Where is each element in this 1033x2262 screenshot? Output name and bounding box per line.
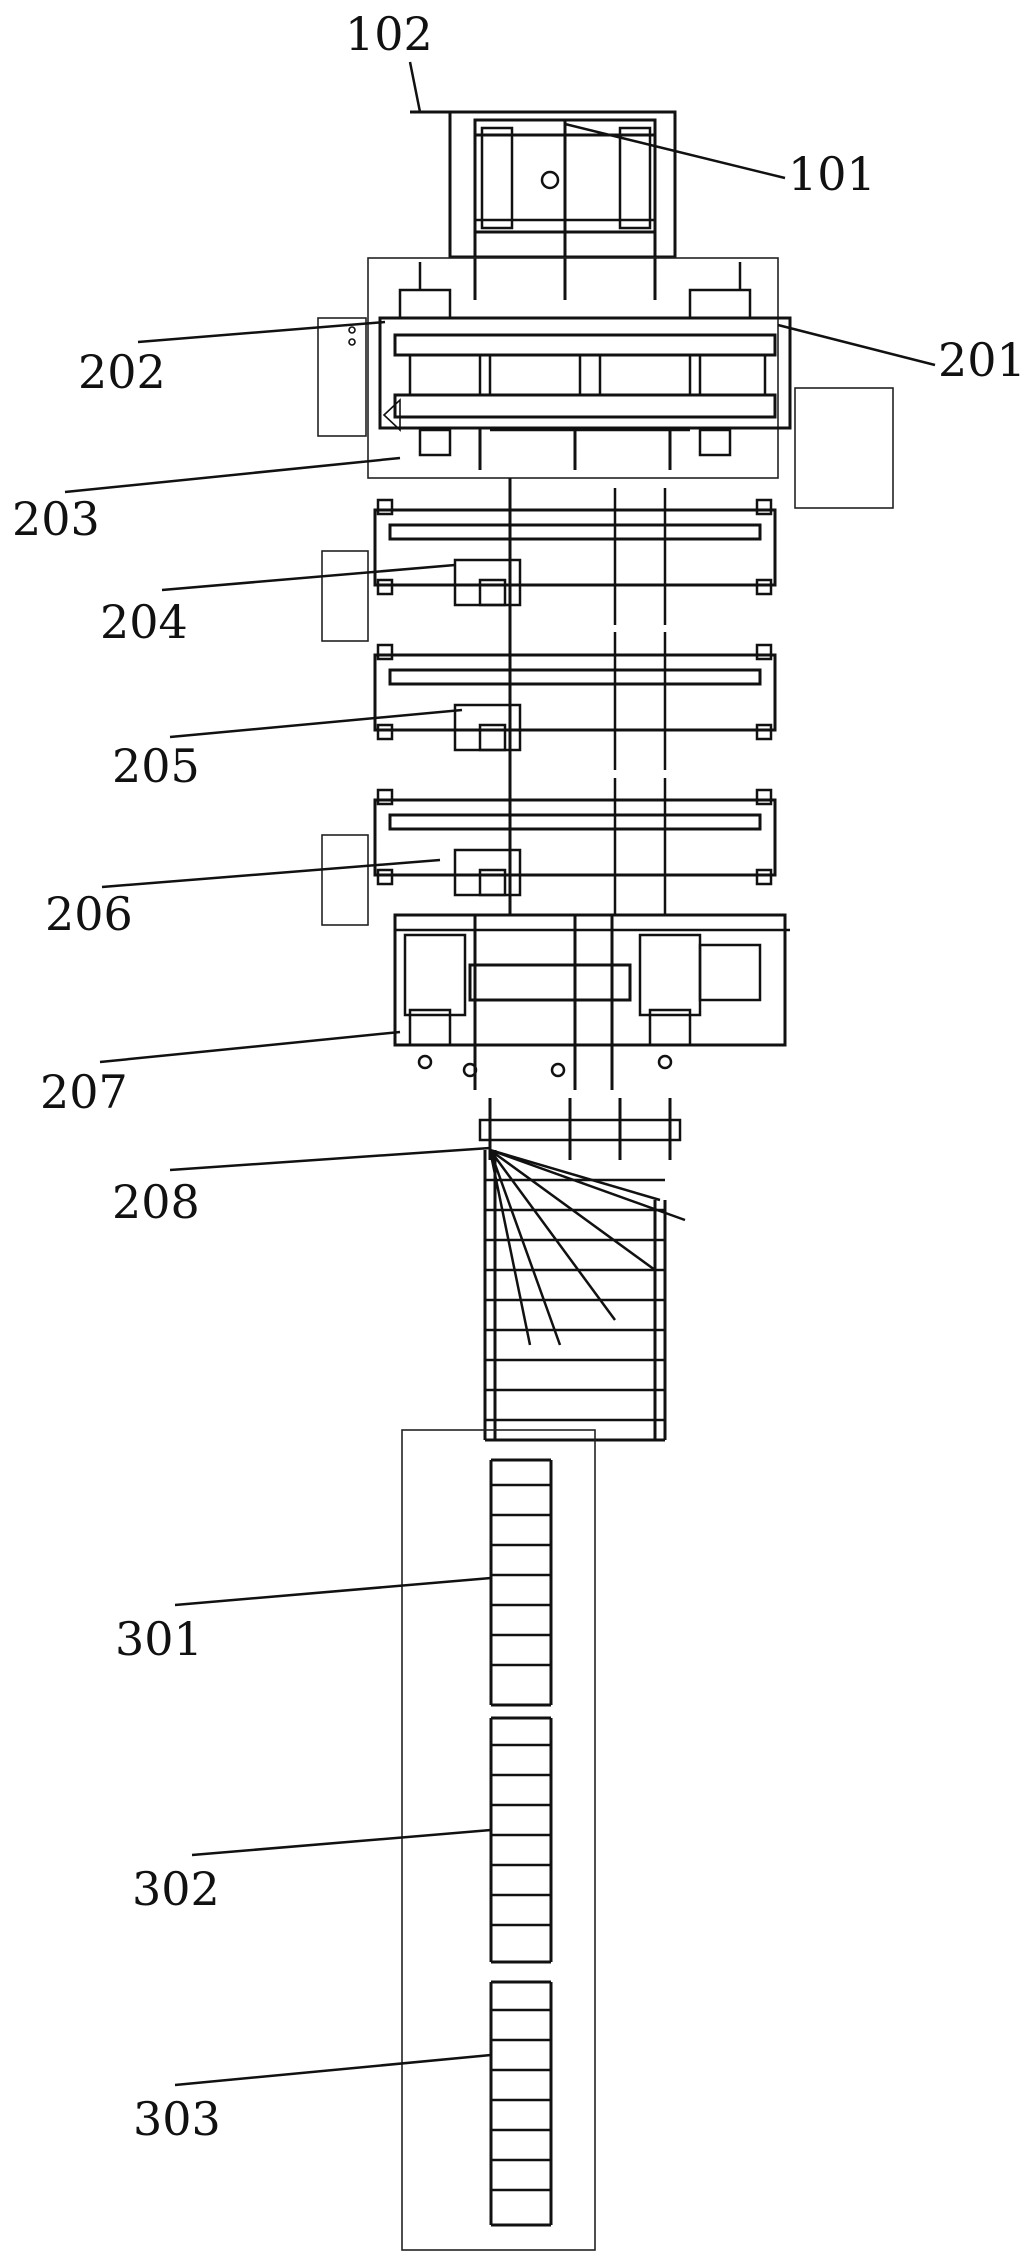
component-204-station — [321, 478, 777, 642]
label-205: 205 — [112, 739, 200, 793]
component-206-station — [321, 770, 777, 926]
label-302: 302 — [132, 1862, 220, 1916]
leader-302 — [191, 1828, 492, 1857]
label-303: 303 — [133, 2092, 221, 2146]
leader-206 — [101, 858, 441, 889]
component-207-station — [393, 913, 790, 1090]
component-101-frame — [410, 110, 677, 300]
component-208-conveyor — [478, 1098, 686, 1442]
leader-204 — [161, 563, 456, 592]
component-302-conveyor — [489, 1716, 553, 1964]
leader-205 — [169, 708, 463, 739]
component-205-station — [373, 625, 777, 770]
leader-lines — [64, 61, 936, 2087]
label-101: 101 — [788, 147, 876, 201]
label-201: 201 — [938, 333, 1026, 387]
leader-102 — [408, 61, 422, 113]
component-301-conveyor — [489, 1458, 553, 1707]
leader-101 — [564, 122, 786, 180]
component-303-conveyor — [489, 1980, 553, 2227]
leader-208 — [169, 1146, 491, 1172]
leader-207 — [99, 1030, 401, 1064]
reference-numerals: 102 101 201 202 203 204 205 206 207 208 … — [12, 7, 1026, 2146]
label-102: 102 — [345, 7, 433, 61]
leader-303 — [174, 2053, 492, 2087]
leader-203 — [64, 456, 401, 494]
component-300-enclosure — [401, 1429, 596, 2251]
leader-201 — [777, 323, 936, 367]
label-203: 203 — [12, 492, 100, 546]
label-204: 204 — [100, 595, 188, 649]
leader-202 — [137, 320, 386, 344]
component-201-203-station — [317, 257, 894, 509]
label-207: 207 — [40, 1065, 128, 1119]
label-202: 202 — [78, 345, 166, 399]
label-301: 301 — [115, 1612, 203, 1666]
leader-301 — [174, 1576, 492, 1607]
label-208: 208 — [112, 1175, 200, 1229]
label-206: 206 — [45, 887, 133, 941]
